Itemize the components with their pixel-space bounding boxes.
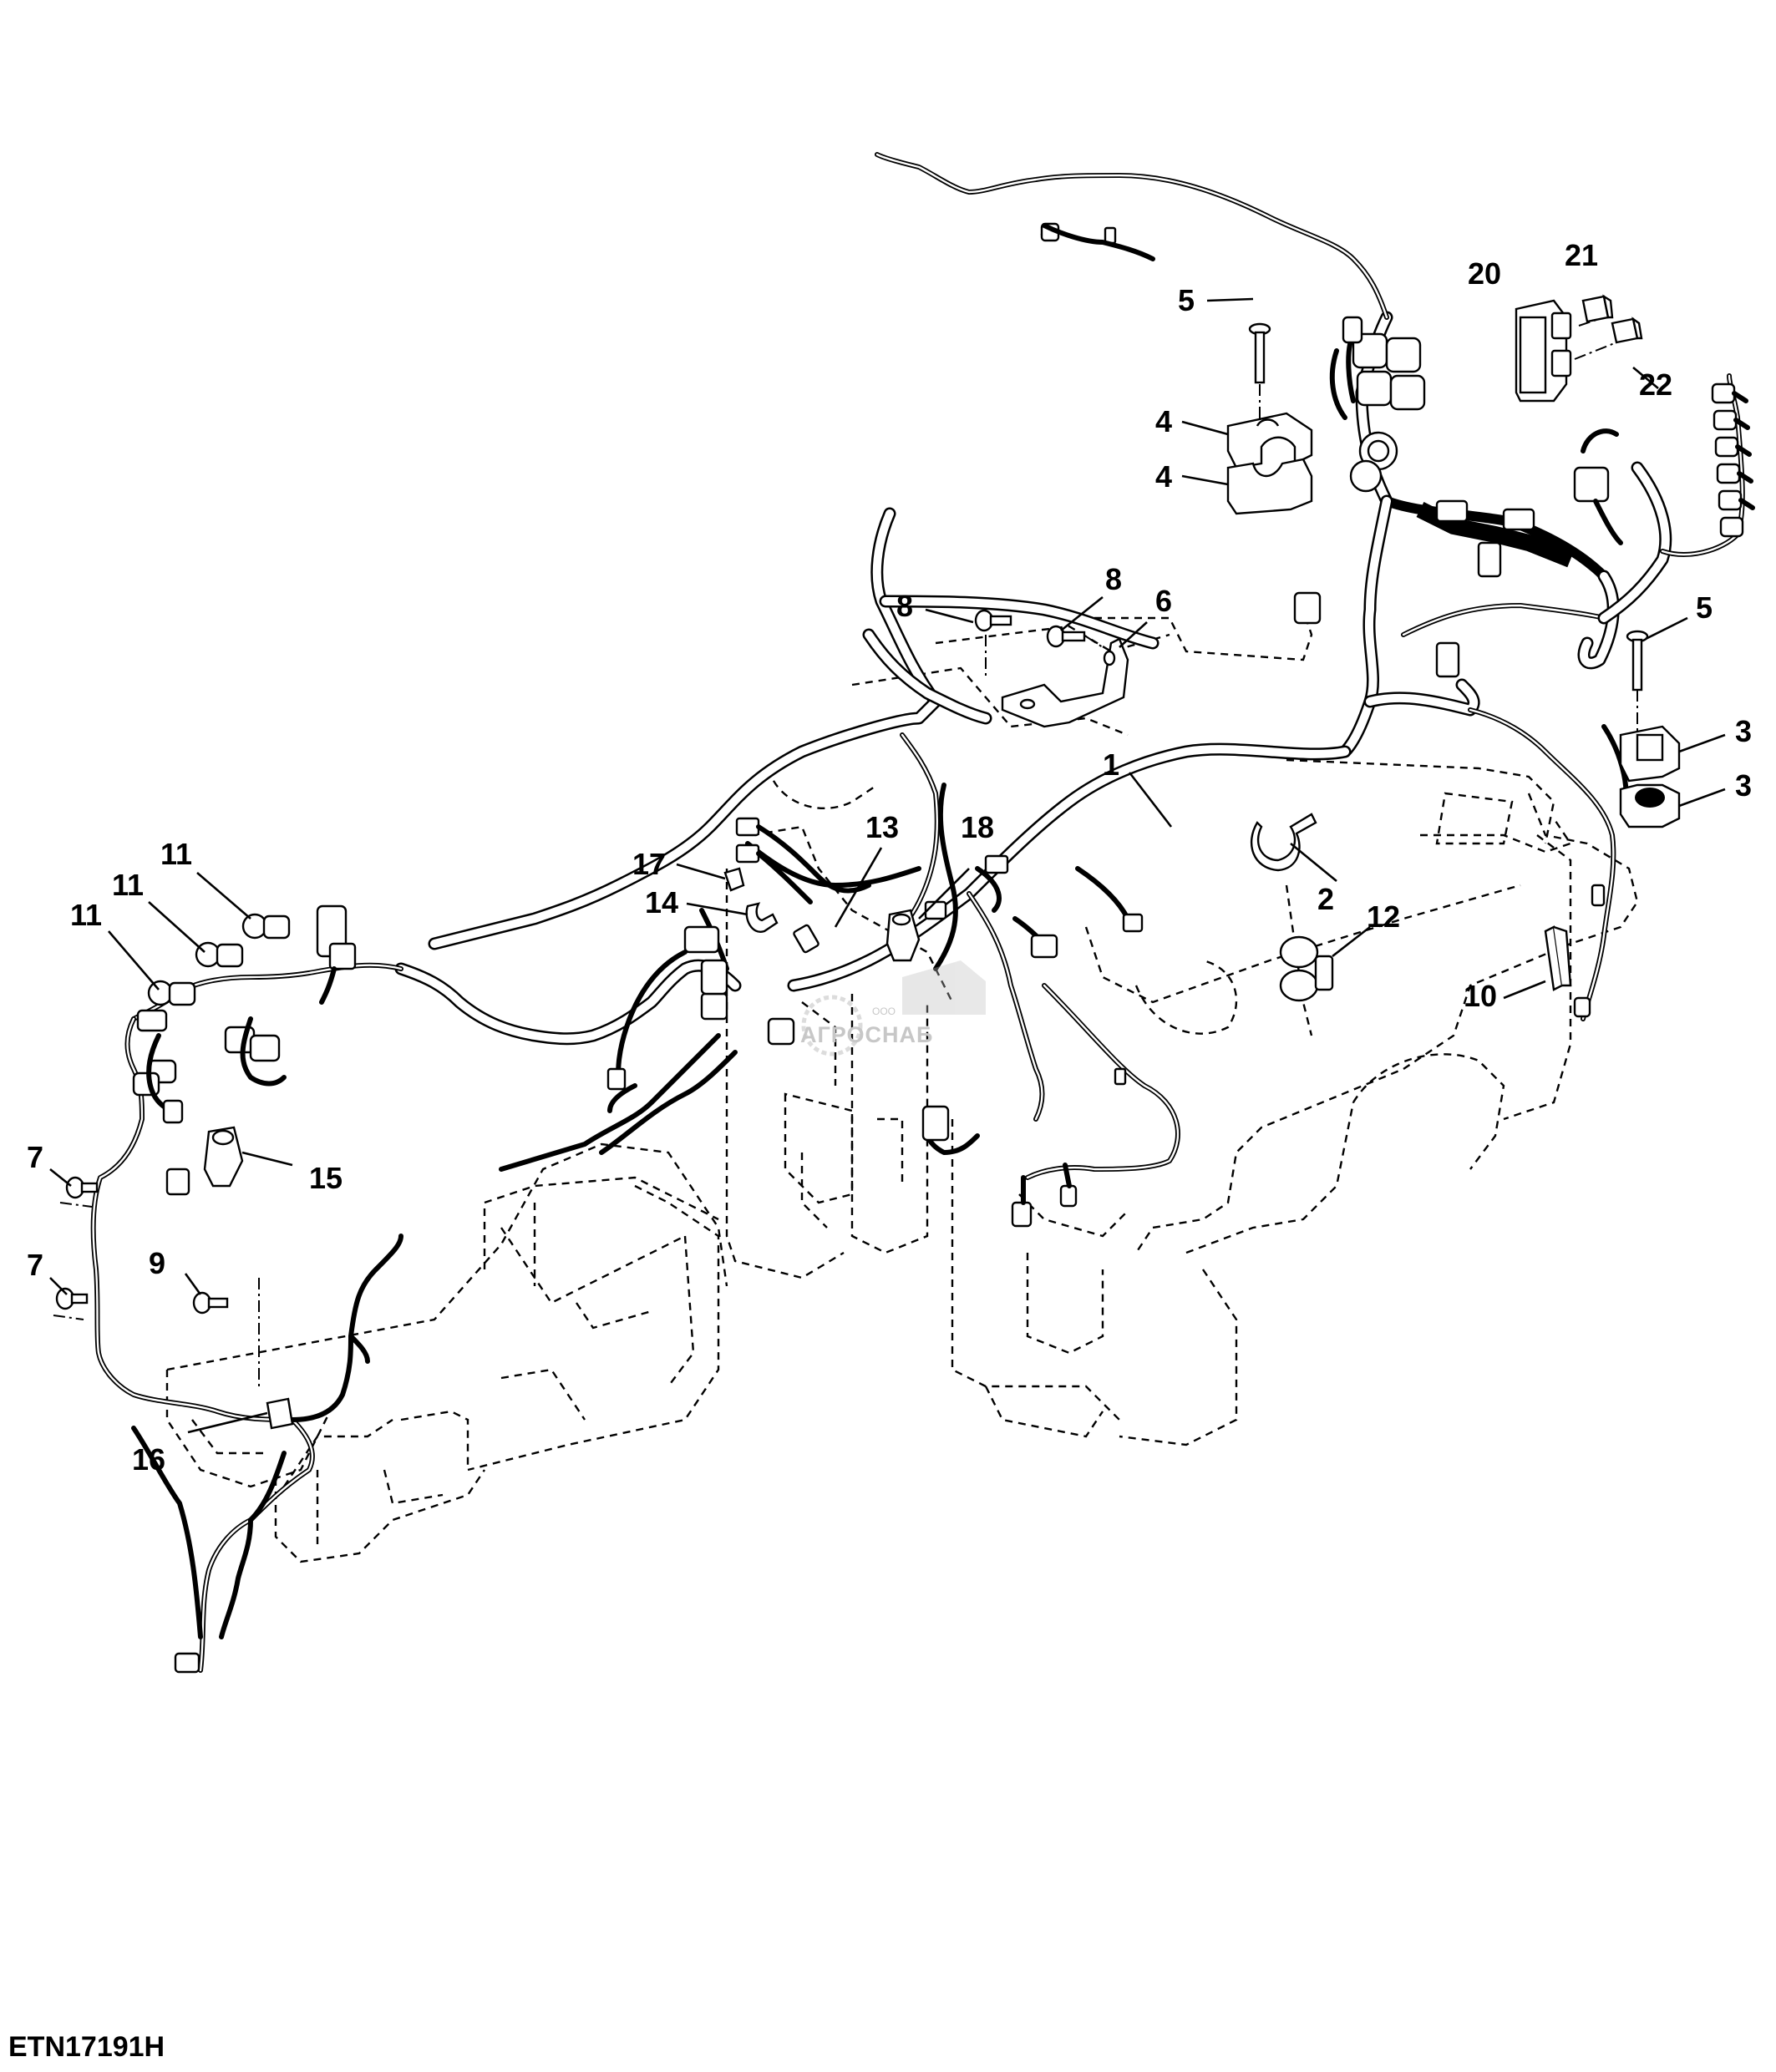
clamp-3-lower [1619,783,1681,828]
grommet-11-mid [195,941,244,968]
callout-8b: 8 [1105,562,1122,596]
callout-4b: 4 [1155,459,1172,494]
relay-block-20 [1515,299,1617,403]
grommet-11-bottom [147,980,196,1006]
bolt-9 [192,1278,260,1386]
clip-17 [723,867,745,892]
callout-4a: 4 [1155,404,1172,438]
callout-20: 20 [1468,256,1501,291]
clip-14 [745,902,779,933]
bolt-7-upper [59,1176,99,1208]
relay-22 [1611,317,1643,344]
callout-17: 17 [632,847,666,881]
callout-18: 18 [961,810,994,844]
bolt-5-lower [1626,630,1649,735]
callout-12: 12 [1367,899,1400,934]
callout-1: 1 [1103,747,1119,782]
callout-11b: 11 [112,868,144,902]
callout-7a: 7 [27,1140,43,1174]
callout-2: 2 [1317,882,1334,916]
callout-11a: 11 [160,837,192,871]
connector-cluster-left [132,904,357,1196]
callout-labels: 1 2 3 3 4 4 5 5 6 7 7 8 8 9 10 11 11 11 … [27,238,1752,1477]
clamp-3-upper [1619,725,1681,783]
callout-15: 15 [309,1161,343,1195]
p-clip-2 [1250,813,1317,872]
callout-3a: 3 [1735,714,1752,748]
bolt-7-lower [53,1287,89,1320]
frame-outline [165,609,1639,1563]
callout-5b: 5 [1696,590,1713,625]
callout-14: 14 [645,885,678,919]
bracket-6 [1001,637,1129,728]
callout-3b: 3 [1735,768,1752,803]
callout-10: 10 [1464,979,1497,1013]
watermark-prefix: ООО [872,1006,896,1017]
clamp-12 [1279,935,1334,1002]
grommet-11-top [241,913,291,940]
callout-11c: 11 [70,898,102,932]
callout-leaders [49,297,1726,1434]
callout-6: 6 [1155,584,1172,618]
callout-5a: 5 [1178,283,1195,317]
callout-22: 22 [1639,367,1672,402]
connector-cluster-top [1329,316,1426,493]
clamp-4-upper [1226,412,1313,469]
main-harness [90,152,1755,1674]
bolt-5-upper [1248,322,1271,426]
clip-16 [266,1397,294,1430]
callout-13: 13 [865,810,899,844]
clip-15 [203,1126,244,1188]
callout-16: 16 [132,1442,165,1477]
callout-8a: 8 [896,589,913,623]
watermark-logo [801,960,986,1056]
bolt-13 [793,924,819,954]
bolt-8-left [974,609,1012,676]
callout-7b: 7 [27,1248,43,1282]
relay-21 [1581,294,1614,323]
bolt-8-right [1046,625,1104,648]
connector-stack-right [1711,382,1755,538]
connector-17-area [735,817,871,904]
figure-id: ETN17191H [8,2031,165,2063]
watermark-brand: АГРОСНАБ [800,1022,934,1047]
connector-center-left [700,959,795,1046]
clip-18 [885,909,921,962]
callout-21: 21 [1565,238,1598,272]
bracket-10 [1544,925,1572,991]
callout-9: 9 [149,1246,165,1280]
clamp-4-lower [1226,458,1313,515]
